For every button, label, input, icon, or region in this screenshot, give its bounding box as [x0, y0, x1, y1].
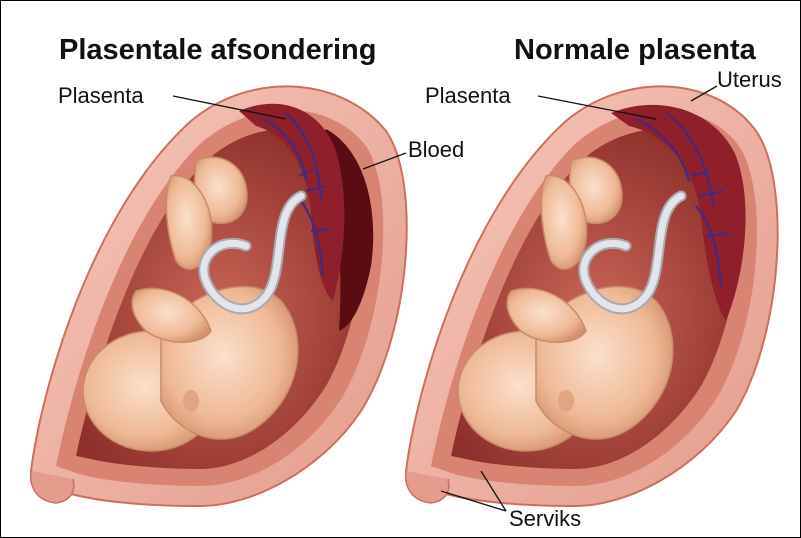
left-blood-label: Bloed [408, 137, 464, 163]
cervix-label: Serviks [509, 506, 581, 532]
right-panel-title: Normale plasenta [514, 34, 756, 67]
right-placenta-label: Plasenta [425, 83, 511, 109]
right-uterus-label: Uterus [717, 67, 782, 93]
left-panel-title: Plasentale afsondering [59, 34, 377, 67]
left-placenta-label: Plasenta [58, 83, 144, 109]
left-uterus-illustration [31, 86, 407, 506]
